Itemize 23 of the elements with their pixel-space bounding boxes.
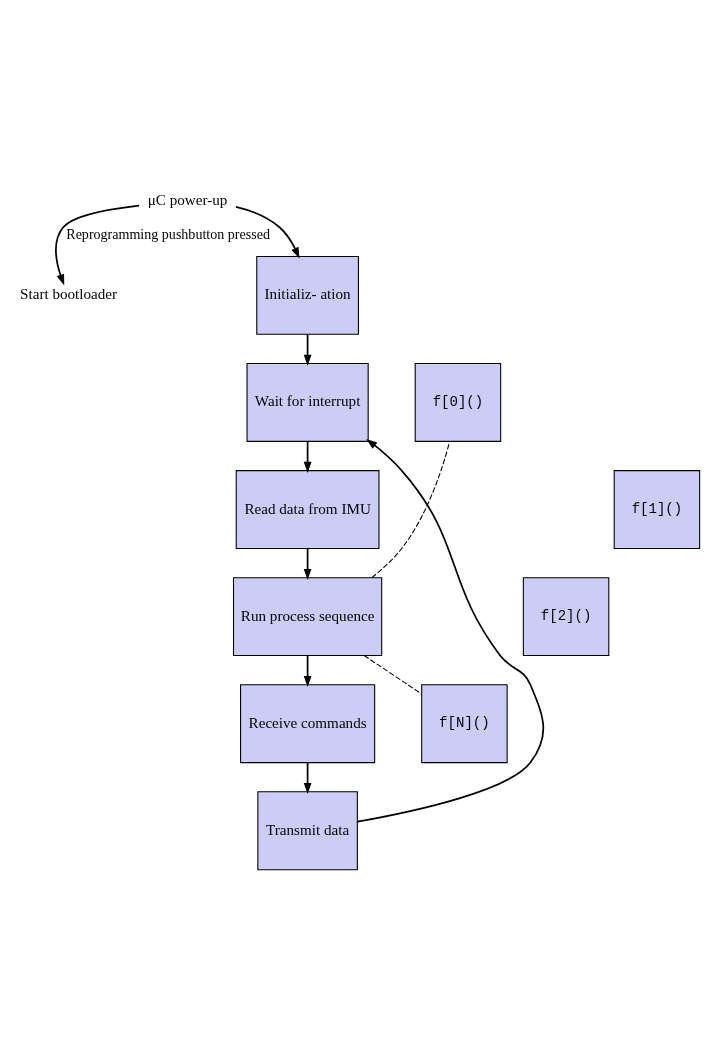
arrow: [235, 205, 300, 258]
connector: [363, 654, 423, 695]
node-box: Wait for interrupt: [246, 362, 369, 442]
node-box: Transmit data: [257, 790, 358, 870]
node-box: f[0](): [414, 362, 502, 442]
node-box: Initializ- ation: [256, 255, 359, 335]
node-box: f[N](): [421, 683, 508, 763]
arrow: [356, 438, 545, 823]
node-box: f[2](): [522, 576, 610, 656]
node-box: Read data from IMU: [235, 469, 380, 549]
edge-label: Reprogramming pushbutton pressed: [66, 225, 270, 242]
node-box: Run process sequence: [233, 576, 383, 656]
node-box: f[1](): [613, 469, 701, 549]
arrow: [303, 440, 312, 473]
arrow: [55, 204, 140, 285]
arrow: [303, 761, 312, 794]
node-text: μC power-up: [147, 191, 228, 208]
node-box: Receive commands: [240, 683, 376, 763]
arrow: [303, 547, 312, 580]
arrow: [303, 654, 312, 687]
connector: [371, 440, 451, 578]
node-text: Start bootloader: [20, 285, 118, 302]
arrow: [303, 333, 312, 366]
